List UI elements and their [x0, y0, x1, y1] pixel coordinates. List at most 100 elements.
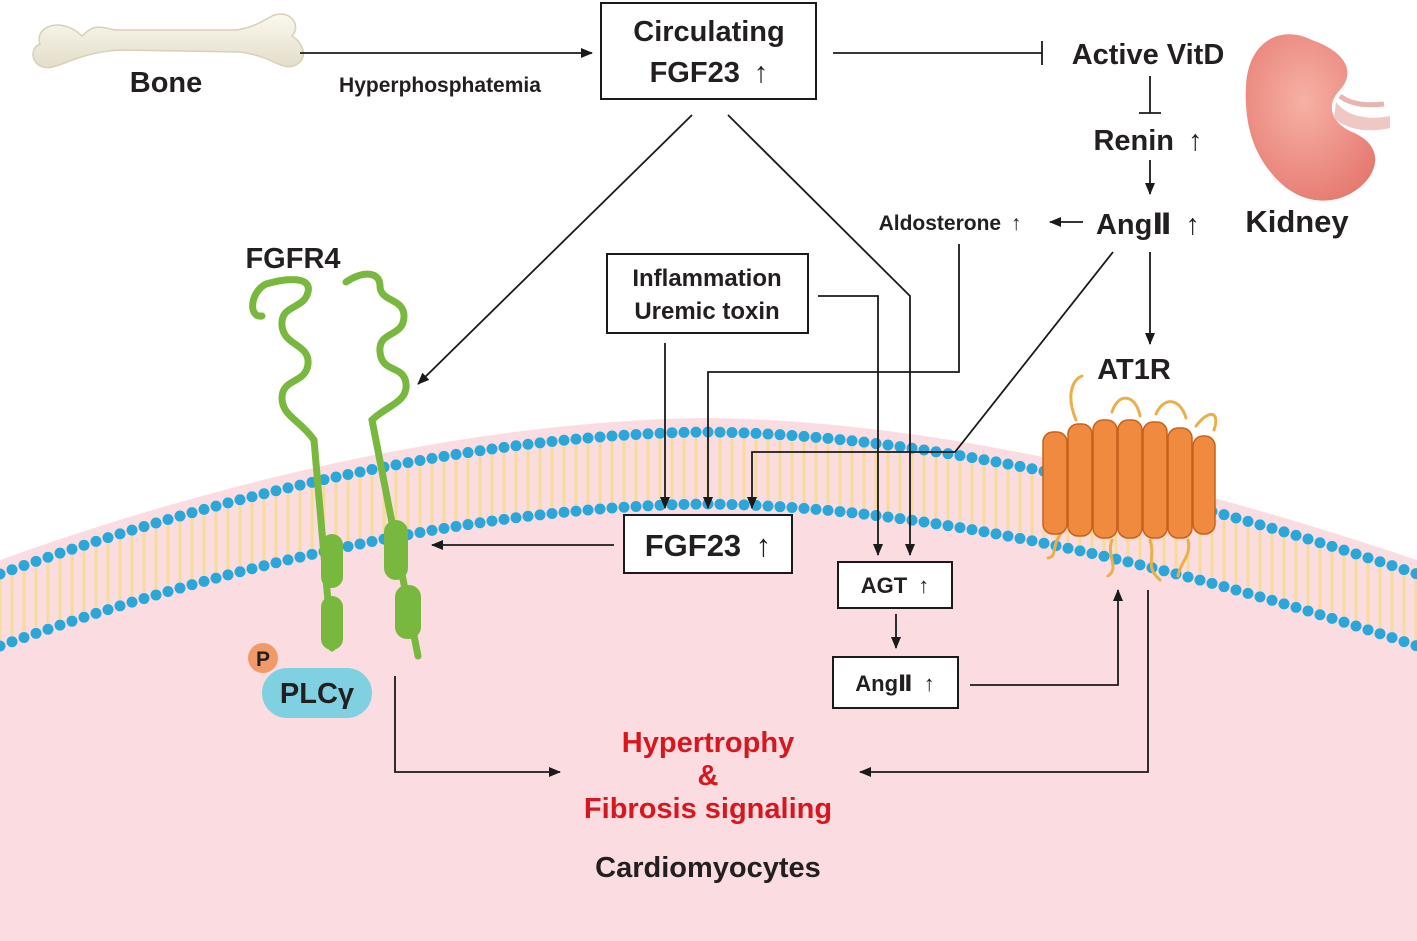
lipid-head	[294, 551, 306, 563]
lipid-head	[1338, 544, 1350, 556]
lipid-head	[978, 454, 990, 466]
lipid-head	[1026, 463, 1038, 475]
lipid-head	[642, 500, 654, 512]
lipid-head	[1290, 529, 1302, 541]
angii-cell-box: AngⅡ ↑	[832, 656, 959, 709]
lipid-head	[558, 434, 570, 446]
lipid-head	[1326, 612, 1338, 624]
lipid-head	[774, 501, 786, 513]
lipid-head	[738, 427, 750, 439]
lipid-head	[978, 526, 990, 538]
lipid-head	[1254, 591, 1266, 603]
arrow-angii-to-fgf23	[747, 251, 1114, 509]
lipid-head	[810, 503, 822, 515]
lipid-head	[1038, 537, 1050, 549]
lipid-head	[282, 482, 294, 494]
inflammation-uremic-toxin-box: Inflammation Uremic toxin	[606, 253, 809, 334]
lipid-head	[30, 555, 42, 567]
lipid-head	[258, 560, 270, 572]
lipid-head	[1266, 594, 1278, 606]
lipid-head	[462, 519, 474, 531]
renin-label: Renin	[1093, 125, 1174, 157]
lipid-head	[1410, 568, 1417, 580]
lipid-head	[1386, 560, 1398, 572]
plcg-protein-icon: PLCγ P	[248, 643, 372, 718]
lipid-head	[186, 507, 198, 519]
lipid-head	[510, 512, 522, 524]
lipid-head	[330, 471, 342, 483]
arrow-circulating-fgf23-to-agt	[727, 114, 915, 556]
hyperphosphatemia-label: Hyperphosphatemia	[339, 74, 541, 97]
lipid-head	[846, 435, 858, 447]
lipid-head	[138, 521, 150, 533]
lipid-head	[894, 441, 906, 453]
lipid-head	[366, 464, 378, 476]
lipid-head	[0, 640, 6, 652]
up-arrow-icon: ↑	[918, 573, 929, 598]
lipid-head	[834, 434, 846, 446]
lipid-head	[1194, 574, 1206, 586]
outcome-line1: Hypertrophy	[622, 727, 794, 759]
lipid-head	[822, 504, 834, 516]
lipid-head	[906, 514, 918, 526]
lipid-head	[1410, 640, 1417, 652]
cardiomyocyte-cell	[0, 418, 1417, 941]
lipid-head	[1014, 532, 1026, 544]
lipid-head	[6, 564, 18, 576]
lipid-head	[438, 450, 450, 462]
lipid-head	[582, 432, 594, 444]
lipid-head	[666, 499, 678, 511]
fgfr4-receptor-icon	[249, 270, 422, 660]
lipid-head	[42, 551, 54, 563]
lipid-head	[1374, 628, 1386, 640]
lipid-head	[306, 548, 318, 560]
angii-cell-label: AngⅡ	[855, 671, 912, 696]
lipid-head	[798, 502, 810, 514]
arrow-aldosterone-to-fgf23	[703, 244, 960, 509]
svg-text:FGF23 ↑: FGF23 ↑	[650, 57, 769, 89]
svg-text:AGT ↑: AGT ↑	[861, 573, 930, 598]
lipid-head	[882, 511, 894, 523]
lipid-head	[18, 559, 30, 571]
lipid-head	[750, 427, 762, 439]
lipid-head	[1002, 458, 1014, 470]
lipid-head	[990, 528, 1002, 540]
lipid-head	[450, 448, 462, 460]
lipid-head	[942, 520, 954, 532]
lipid-head	[606, 430, 618, 442]
up-arrow-icon: ↑	[1188, 125, 1203, 157]
lipid-head	[594, 431, 606, 443]
lipid-head	[18, 631, 30, 643]
lipid-head	[1278, 526, 1290, 538]
up-arrow-icon: ↑	[1011, 212, 1022, 235]
lipid-head	[1230, 512, 1242, 524]
circulating-fgf23-box: Circulating FGF23 ↑	[600, 2, 817, 100]
lipid-head	[414, 454, 426, 466]
cell-type-label: Cardiomyocytes	[595, 852, 821, 884]
bone-label: Bone	[130, 67, 203, 99]
lipid-head	[1254, 519, 1266, 531]
lipid-head	[1098, 550, 1110, 562]
lipid-head	[774, 429, 786, 441]
outcome-line2: &	[698, 760, 719, 792]
lipid-head	[810, 431, 822, 443]
lipid-head	[894, 513, 906, 525]
lipid-head	[1386, 632, 1398, 644]
lipid-head	[1230, 584, 1242, 596]
lipid-head	[534, 437, 546, 449]
lipid-head	[498, 441, 510, 453]
lipid-head	[762, 428, 774, 440]
lipid-head	[1242, 587, 1254, 599]
lipid-head	[714, 498, 726, 510]
svg-text:AngⅡ ↑: AngⅡ ↑	[1096, 209, 1200, 241]
circulating-fgf23-line1: Circulating	[633, 16, 784, 48]
lipid-head	[438, 522, 450, 534]
lipid-head	[546, 436, 558, 448]
at1r-receptor-icon	[1042, 374, 1218, 582]
at1r-label: AT1R	[1097, 354, 1171, 386]
lipid-head	[690, 426, 702, 438]
lipid-head	[1026, 535, 1038, 547]
lipid-head	[1290, 601, 1302, 613]
lipid-head	[366, 536, 378, 548]
lipid-head	[1338, 616, 1350, 628]
